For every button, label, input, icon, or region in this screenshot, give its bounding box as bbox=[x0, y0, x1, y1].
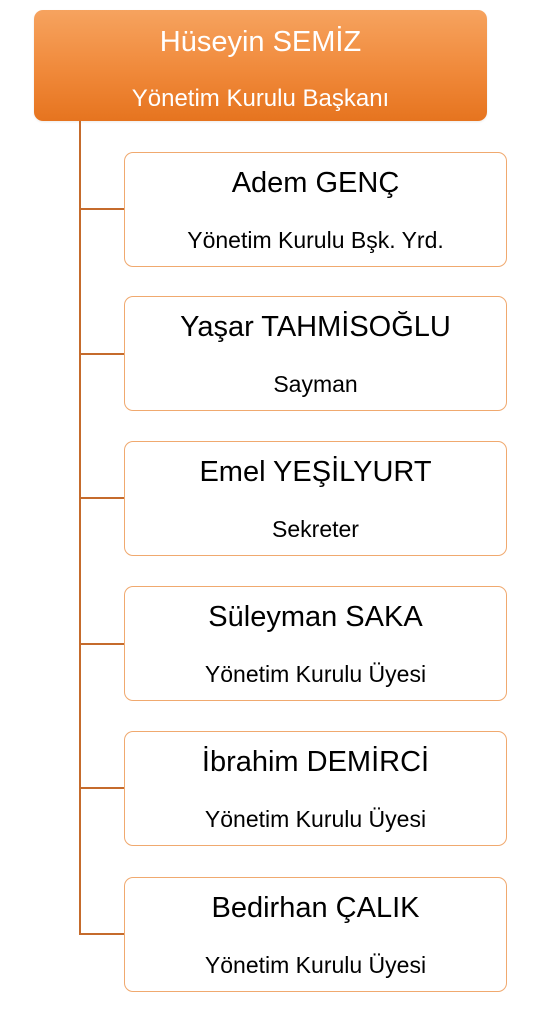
member-name: İbrahim DEMİRCİ bbox=[201, 746, 430, 778]
member-role: Yönetim Kurulu Üyesi bbox=[204, 806, 427, 832]
member-box-secretary: Emel YEŞİLYURT Sekreter bbox=[124, 441, 507, 556]
branch-connector-6 bbox=[79, 933, 125, 935]
member-name: Emel YEŞİLYURT bbox=[199, 456, 432, 488]
branch-connector-3 bbox=[79, 497, 125, 499]
branch-connector-1 bbox=[79, 208, 125, 210]
branch-connector-2 bbox=[79, 353, 125, 355]
member-role: Yönetim Kurulu Bşk. Yrd. bbox=[187, 227, 444, 253]
chairman-title: Yönetim Kurulu Başkanı bbox=[131, 85, 390, 112]
member-name: Yaşar TAHMİSOĞLU bbox=[180, 311, 451, 343]
member-name: Süleyman SAKA bbox=[208, 601, 423, 633]
member-box-vice-chairman: Adem GENÇ Yönetim Kurulu Bşk. Yrd. bbox=[124, 152, 507, 267]
member-role: Sekreter bbox=[272, 516, 359, 542]
member-role: Sayman bbox=[273, 371, 358, 397]
member-role: Yönetim Kurulu Üyesi bbox=[204, 952, 427, 978]
member-role: Yönetim Kurulu Üyesi bbox=[204, 661, 427, 687]
chairman-box: Hüseyin SEMİZ Yönetim Kurulu Başkanı bbox=[34, 10, 487, 121]
org-trunk-connector bbox=[79, 121, 81, 935]
branch-connector-5 bbox=[79, 787, 125, 789]
member-box-board-member-1: Süleyman SAKA Yönetim Kurulu Üyesi bbox=[124, 586, 507, 701]
member-box-treasurer: Yaşar TAHMİSOĞLU Sayman bbox=[124, 296, 507, 411]
member-name: Adem GENÇ bbox=[231, 167, 400, 199]
member-box-board-member-3: Bedirhan ÇALIK Yönetim Kurulu Üyesi bbox=[124, 877, 507, 992]
member-name: Bedirhan ÇALIK bbox=[211, 892, 420, 924]
member-box-board-member-2: İbrahim DEMİRCİ Yönetim Kurulu Üyesi bbox=[124, 731, 507, 846]
chairman-name: Hüseyin SEMİZ bbox=[159, 26, 362, 58]
branch-connector-4 bbox=[79, 643, 125, 645]
